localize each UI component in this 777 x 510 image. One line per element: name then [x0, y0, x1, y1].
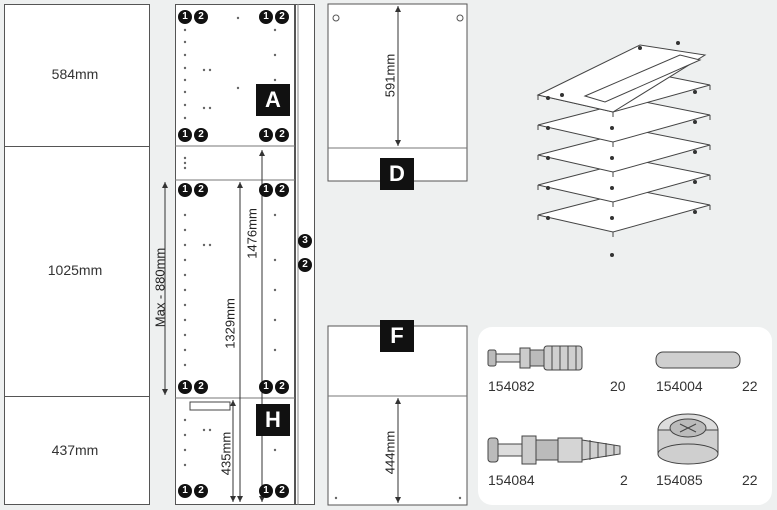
badge-2: 2 — [194, 128, 208, 142]
badge-1: 1 — [178, 10, 192, 24]
badge-2: 2 — [194, 183, 208, 197]
badge-2: 2 — [275, 380, 289, 394]
badge-1: 1 — [178, 128, 192, 142]
left-divider-2 — [4, 396, 150, 397]
part-code-154084: 154084 — [488, 472, 535, 488]
panel-letter-h: H — [256, 404, 290, 436]
badge-2: 2 — [275, 10, 289, 24]
part-code-154004: 154004 — [656, 378, 703, 394]
left-cabinet-panel — [4, 4, 150, 505]
badge-2: 2 — [275, 128, 289, 142]
badge-1: 1 — [259, 380, 273, 394]
badge-2: 2 — [298, 258, 312, 272]
cam-lock-icon — [657, 413, 719, 465]
part-qty-154085: 22 — [742, 472, 758, 488]
wooden-dowel-icon — [655, 351, 741, 369]
badge-1: 1 — [178, 183, 192, 197]
badge-2: 2 — [194, 10, 208, 24]
part-qty-154004: 22 — [742, 378, 758, 394]
badge-2: 2 — [194, 484, 208, 498]
badge-2: 2 — [275, 484, 289, 498]
section-height-middle: 1025mm — [47, 262, 103, 278]
side-panel-narrow — [295, 4, 315, 505]
badge-1: 1 — [259, 484, 273, 498]
connector-bolt-icon — [487, 435, 621, 465]
badge-2: 2 — [194, 380, 208, 394]
cam-bolt-icon — [487, 345, 583, 371]
panel-letter-f: F — [380, 320, 414, 352]
left-divider-1 — [4, 146, 150, 147]
section-height-top: 584mm — [51, 66, 99, 82]
badge-1: 1 — [178, 380, 192, 394]
panel-letter-d: D — [380, 158, 414, 190]
badge-1: 1 — [178, 484, 192, 498]
badge-1: 1 — [259, 10, 273, 24]
section-height-bottom: 437mm — [51, 442, 99, 458]
part-qty-154084: 2 — [620, 472, 628, 488]
badge-1: 1 — [259, 128, 273, 142]
badge-1: 1 — [259, 183, 273, 197]
badge-3: 3 — [298, 234, 312, 248]
part-code-154082: 154082 — [488, 378, 535, 394]
part-code-154085: 154085 — [656, 472, 703, 488]
part-qty-154082: 20 — [610, 378, 626, 394]
badge-2: 2 — [275, 183, 289, 197]
panel-letter-a: A — [256, 84, 290, 116]
